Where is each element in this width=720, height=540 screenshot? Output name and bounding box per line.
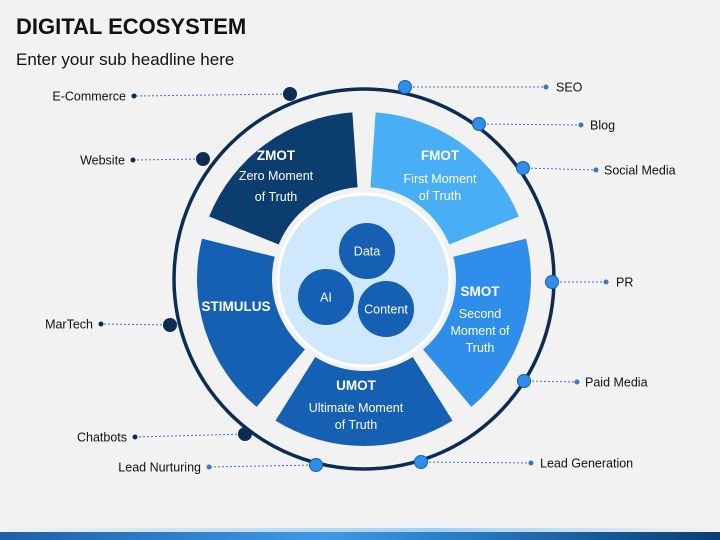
ring-node-website bbox=[196, 152, 210, 166]
leader-end-e-commerce bbox=[131, 93, 137, 99]
segment-fmot bbox=[370, 112, 519, 245]
ring-node-chatbots bbox=[238, 427, 252, 441]
ring-node-lead-nurturing bbox=[309, 458, 323, 472]
page-title: DIGITAL ECOSYSTEM bbox=[16, 14, 247, 39]
channel-label-lead-nurturing: Lead Nurturing bbox=[118, 461, 201, 475]
leader-end-paid-media bbox=[574, 379, 580, 385]
ring-node-martech bbox=[163, 318, 177, 332]
channel-label-martech: MarTech bbox=[45, 318, 93, 332]
channel-label-social-media: Social Media bbox=[604, 164, 676, 178]
segment-title-stimulus: STIMULUS bbox=[202, 299, 271, 314]
channel-label-lead-generation: Lead Generation bbox=[540, 457, 633, 471]
segment-title-fmot: FMOT bbox=[421, 148, 460, 163]
segment-title-smot: SMOT bbox=[461, 284, 501, 299]
segment-subtitle-fmot: First Moment bbox=[404, 172, 477, 186]
channel-label-blog: Blog bbox=[590, 119, 615, 133]
leader-line-social-media bbox=[522, 167, 597, 171]
segment-stimulus bbox=[197, 238, 305, 407]
leader-line-lead-nurturing bbox=[208, 464, 317, 468]
segment-subtitle-smot: Truth bbox=[466, 341, 495, 355]
ring-node-lead-generation bbox=[414, 455, 428, 469]
footer-highlight bbox=[0, 528, 720, 532]
core-label-data: Data bbox=[354, 245, 380, 259]
leader-lines bbox=[98, 80, 609, 472]
ring-node-seo bbox=[398, 80, 412, 94]
leader-end-blog bbox=[578, 122, 584, 128]
core-bubble-content bbox=[356, 279, 416, 339]
segment-subtitle-umot: of Truth bbox=[335, 418, 377, 432]
segment-labels: ZMOT Zero Moment of Truth FMOT First Moment o… bbox=[202, 148, 511, 432]
segment-wheel bbox=[197, 112, 531, 446]
channel-label-pr: PR bbox=[616, 276, 633, 290]
segment-subtitle-zmot: of Truth bbox=[255, 190, 297, 204]
ring-node-social-media bbox=[516, 161, 530, 175]
leader-end-martech bbox=[98, 321, 104, 327]
leader-end-chatbots bbox=[132, 434, 138, 440]
segment-title-umot: UMOT bbox=[336, 378, 376, 393]
leader-line-martech bbox=[100, 323, 171, 326]
segment-umot bbox=[275, 357, 453, 446]
leader-end-social-media bbox=[593, 167, 599, 173]
leader-end-seo bbox=[543, 84, 549, 90]
leader-end-lead-nurturing bbox=[206, 464, 212, 470]
segment-subtitle-smot: Second bbox=[459, 307, 501, 321]
ring-node-e-commerce bbox=[283, 87, 297, 101]
segment-smot bbox=[423, 238, 531, 407]
ring-node-pr bbox=[545, 275, 559, 289]
channel-label-website: Website bbox=[80, 154, 125, 168]
leader-line-website bbox=[132, 158, 204, 161]
segment-zmot bbox=[209, 112, 358, 245]
page-subtitle: Enter your sub headline here bbox=[16, 50, 235, 69]
core-label-content: Content bbox=[364, 303, 408, 317]
segment-subtitle-zmot: Zero Moment bbox=[239, 169, 314, 183]
leader-end-pr bbox=[603, 279, 609, 285]
channel-label-chatbots: Chatbots bbox=[77, 431, 127, 445]
leader-line-blog bbox=[478, 123, 582, 126]
footer-bar bbox=[0, 532, 720, 540]
channel-label-e-commerce: E-Commerce bbox=[52, 90, 126, 104]
leader-end-website bbox=[130, 157, 136, 163]
channel-label-paid-media: Paid Media bbox=[585, 376, 648, 390]
leader-line-chatbots bbox=[134, 433, 246, 438]
core-bubble-data bbox=[337, 221, 397, 281]
segment-subtitle-fmot: of Truth bbox=[419, 189, 461, 203]
segment-title-zmot: ZMOT bbox=[257, 148, 296, 163]
ring-node-blog bbox=[472, 117, 486, 131]
segment-subtitle-smot: Moment of bbox=[450, 324, 510, 338]
channel-label-seo: SEO bbox=[556, 81, 583, 95]
core-label-ai: AI bbox=[320, 291, 332, 305]
core-bubble-ai bbox=[296, 267, 356, 327]
leader-line-e-commerce bbox=[133, 93, 291, 97]
leader-end-lead-generation bbox=[528, 460, 534, 466]
segment-subtitle-umot: Ultimate Moment bbox=[309, 401, 404, 415]
ring-node-paid-media bbox=[517, 374, 531, 388]
leader-line-paid-media bbox=[523, 380, 578, 383]
leader-line-lead-generation bbox=[420, 461, 532, 464]
